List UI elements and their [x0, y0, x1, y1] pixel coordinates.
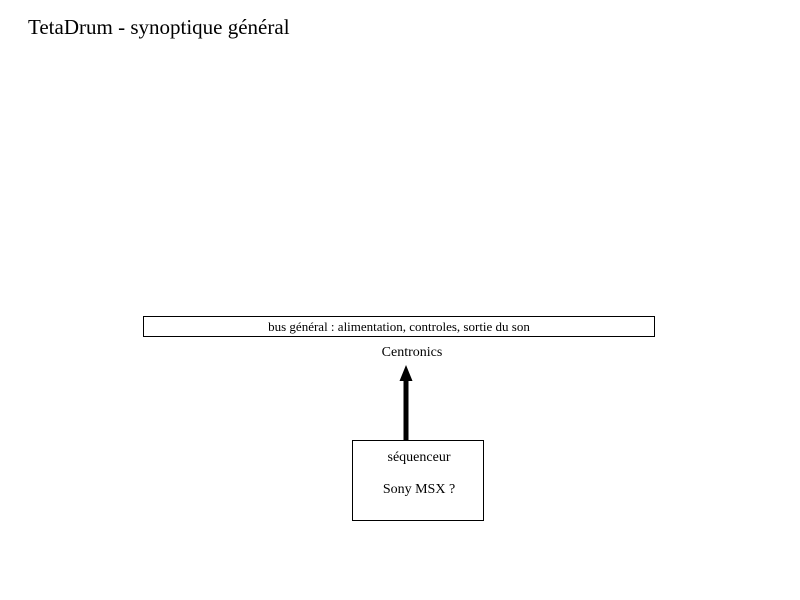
sequencer-box[interactable]: séquenceur Sony MSX ? — [352, 440, 484, 521]
sequencer-model-label: Sony MSX ? — [382, 482, 456, 497]
page-title: TetaDrum - synoptique général — [28, 15, 290, 39]
upward-arrow-icon — [399, 365, 413, 441]
centronics-connection-label: Centronics — [381, 345, 443, 360]
bus-general-box[interactable]: bus général : alimentation, controles, s… — [143, 316, 655, 337]
sequencer-title-label: séquenceur — [387, 450, 451, 465]
bus-general-label: bus général : alimentation, controles, s… — [268, 318, 530, 334]
